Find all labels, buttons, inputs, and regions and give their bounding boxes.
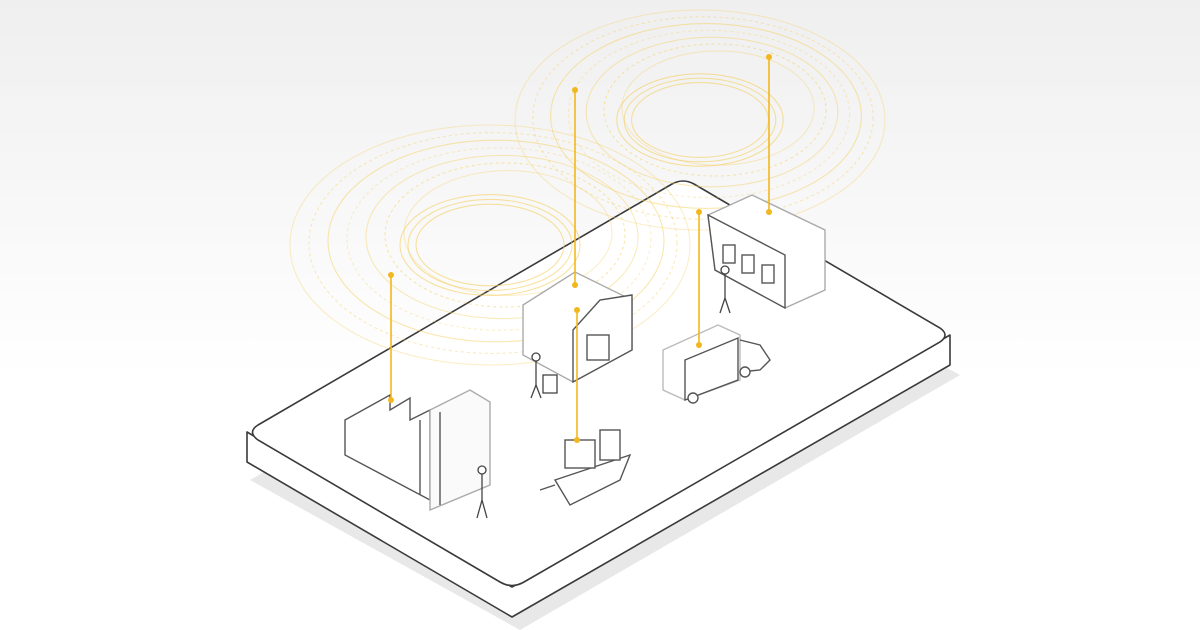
ring bbox=[567, 29, 851, 199]
inner-ring bbox=[630, 82, 769, 158]
ring bbox=[621, 50, 815, 166]
ring bbox=[603, 43, 827, 177]
factory-icon bbox=[344, 389, 491, 512]
platform-side bbox=[246, 334, 951, 618]
ring bbox=[365, 154, 639, 320]
location-pins bbox=[388, 54, 772, 443]
inner-ring bbox=[623, 77, 777, 163]
ring bbox=[308, 132, 678, 354]
pin-dot bbox=[766, 209, 772, 215]
pin-dot bbox=[766, 54, 772, 60]
worker-icon bbox=[476, 265, 731, 519]
inner-ring bbox=[415, 203, 565, 287]
network-rings-icon bbox=[289, 9, 886, 366]
pin-dot bbox=[696, 342, 702, 348]
inner-ring bbox=[399, 194, 581, 296]
ring bbox=[289, 124, 691, 366]
pin-dot bbox=[572, 282, 578, 288]
pin-dot bbox=[574, 437, 580, 443]
inner-ring bbox=[616, 73, 784, 167]
inner-ring bbox=[407, 198, 573, 292]
ring bbox=[327, 139, 665, 343]
pin-dot bbox=[388, 397, 394, 403]
ring bbox=[346, 147, 652, 331]
store-icon bbox=[707, 194, 826, 310]
ring bbox=[532, 16, 874, 220]
ship-icon bbox=[539, 429, 632, 506]
pin-dot bbox=[696, 209, 702, 215]
ring bbox=[550, 23, 862, 209]
pin-dot bbox=[572, 87, 578, 93]
ring bbox=[514, 9, 886, 231]
pin-dot bbox=[388, 272, 394, 278]
ring bbox=[403, 170, 613, 296]
ring bbox=[585, 36, 839, 188]
truck-icon bbox=[662, 324, 771, 404]
ring bbox=[384, 162, 626, 308]
pin-dot bbox=[574, 307, 580, 313]
